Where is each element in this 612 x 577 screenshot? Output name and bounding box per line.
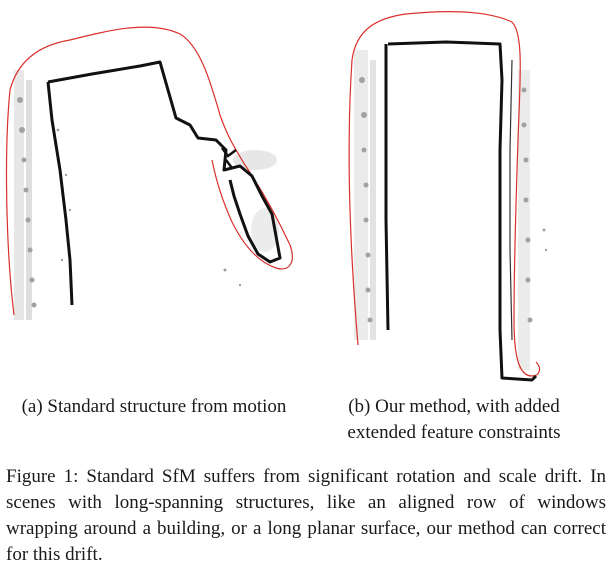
point-cloud-standard-sfm <box>5 26 293 320</box>
figure-panel-b <box>306 0 612 390</box>
subfigure-caption-b: (b) Our method, with added extended feat… <box>347 396 561 443</box>
figure-panel-a <box>0 0 305 380</box>
camera-trajectory <box>348 11 541 377</box>
point-cloud-our-method <box>348 11 548 382</box>
camera-trajectory <box>5 26 293 316</box>
structure-outline <box>47 60 282 264</box>
facade-points <box>354 50 548 370</box>
facade-points <box>14 70 279 320</box>
subfigure-caption-a: (a) Standard structure from motion <box>21 396 287 417</box>
structure-left-wall <box>384 44 390 331</box>
structure-outline <box>387 40 538 382</box>
figure-caption: Figure 1: Standard SfM suffers from sign… <box>6 466 606 565</box>
structure-left-wall <box>46 81 74 306</box>
